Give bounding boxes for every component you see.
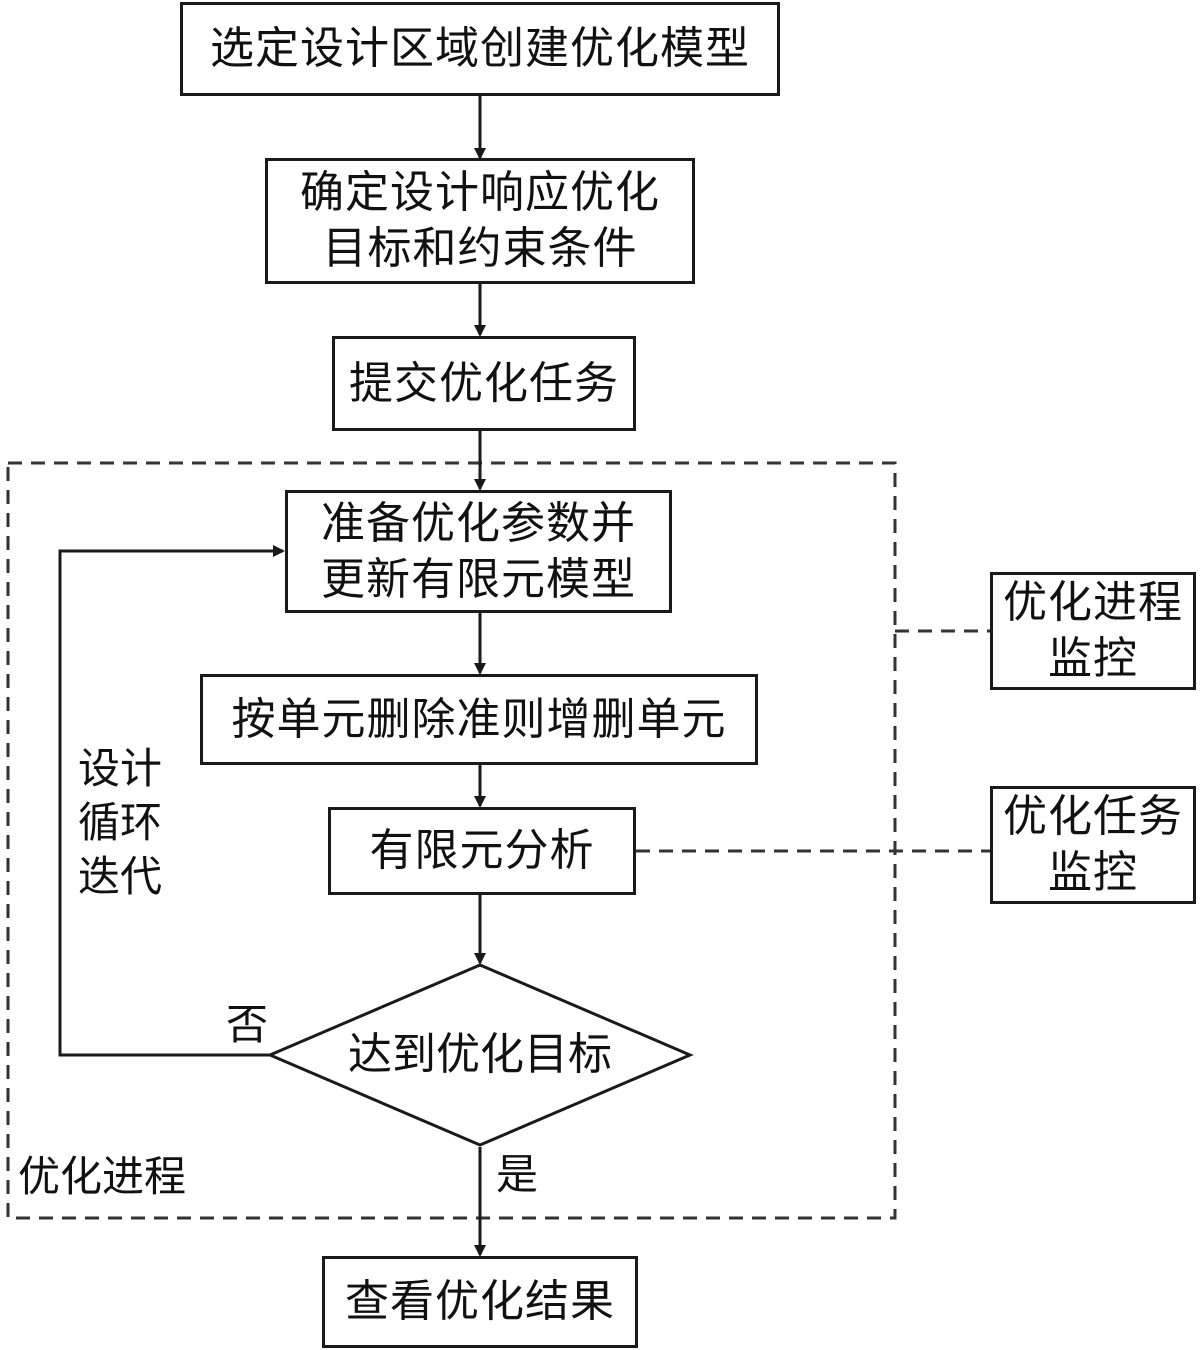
task-monitor-line1: 优化任务 xyxy=(1003,791,1183,842)
step-define-objectives: 确定设计响应优化 目标和约束条件 xyxy=(265,158,695,284)
process-monitor-line2: 监控 xyxy=(1048,633,1138,684)
loop-label-line1: 设计 xyxy=(77,744,162,793)
step-fea-text: 有限元分析 xyxy=(369,825,595,876)
step-create-model: 选定设计区域创建优化模型 xyxy=(180,2,780,96)
task-monitor-box: 优化任务 监控 xyxy=(990,786,1196,904)
step-prepare-parameters: 准备优化参数并 更新有限元模型 xyxy=(285,490,672,613)
task-monitor-line2: 监控 xyxy=(1048,847,1138,898)
process-region-border xyxy=(6,461,897,1220)
step-submit-task: 提交优化任务 xyxy=(332,336,636,431)
step-prepare-parameters-line1: 准备优化参数并 xyxy=(321,497,636,549)
loop-label: 设计 循环 迭代 xyxy=(70,742,170,904)
step-prepare-parameters-line2: 更新有限元模型 xyxy=(321,553,636,605)
step-modify-elements-text: 按单元删除准则增删单元 xyxy=(231,693,727,745)
loop-label-line2: 循环 xyxy=(77,798,162,847)
process-monitor-line1: 优化进程 xyxy=(1003,577,1183,628)
step-define-objectives-line1: 确定设计响应优化 xyxy=(300,167,660,218)
step-view-results: 查看优化结果 xyxy=(322,1256,638,1348)
step-view-results-text: 查看优化结果 xyxy=(345,1276,615,1327)
step-fea: 有限元分析 xyxy=(328,807,636,895)
loop-back-arrow xyxy=(58,545,285,1057)
step-modify-elements: 按单元删除准则增删单元 xyxy=(200,674,758,765)
step-create-model-text: 选定设计区域创建优化模型 xyxy=(210,23,750,74)
decision-text: 达到优化目标 xyxy=(348,1029,612,1080)
loop-label-line3: 迭代 xyxy=(77,852,162,901)
step-submit-task-text: 提交优化任务 xyxy=(349,357,619,409)
branch-no-label: 否 xyxy=(225,1000,268,1049)
decision-diamond xyxy=(266,963,694,1147)
process-monitor-box: 优化进程 监控 xyxy=(990,572,1196,690)
process-region-label: 优化进程 xyxy=(18,1152,187,1201)
branch-yes-label: 是 xyxy=(495,1150,538,1199)
step-define-objectives-line2: 目标和约束条件 xyxy=(322,223,638,274)
